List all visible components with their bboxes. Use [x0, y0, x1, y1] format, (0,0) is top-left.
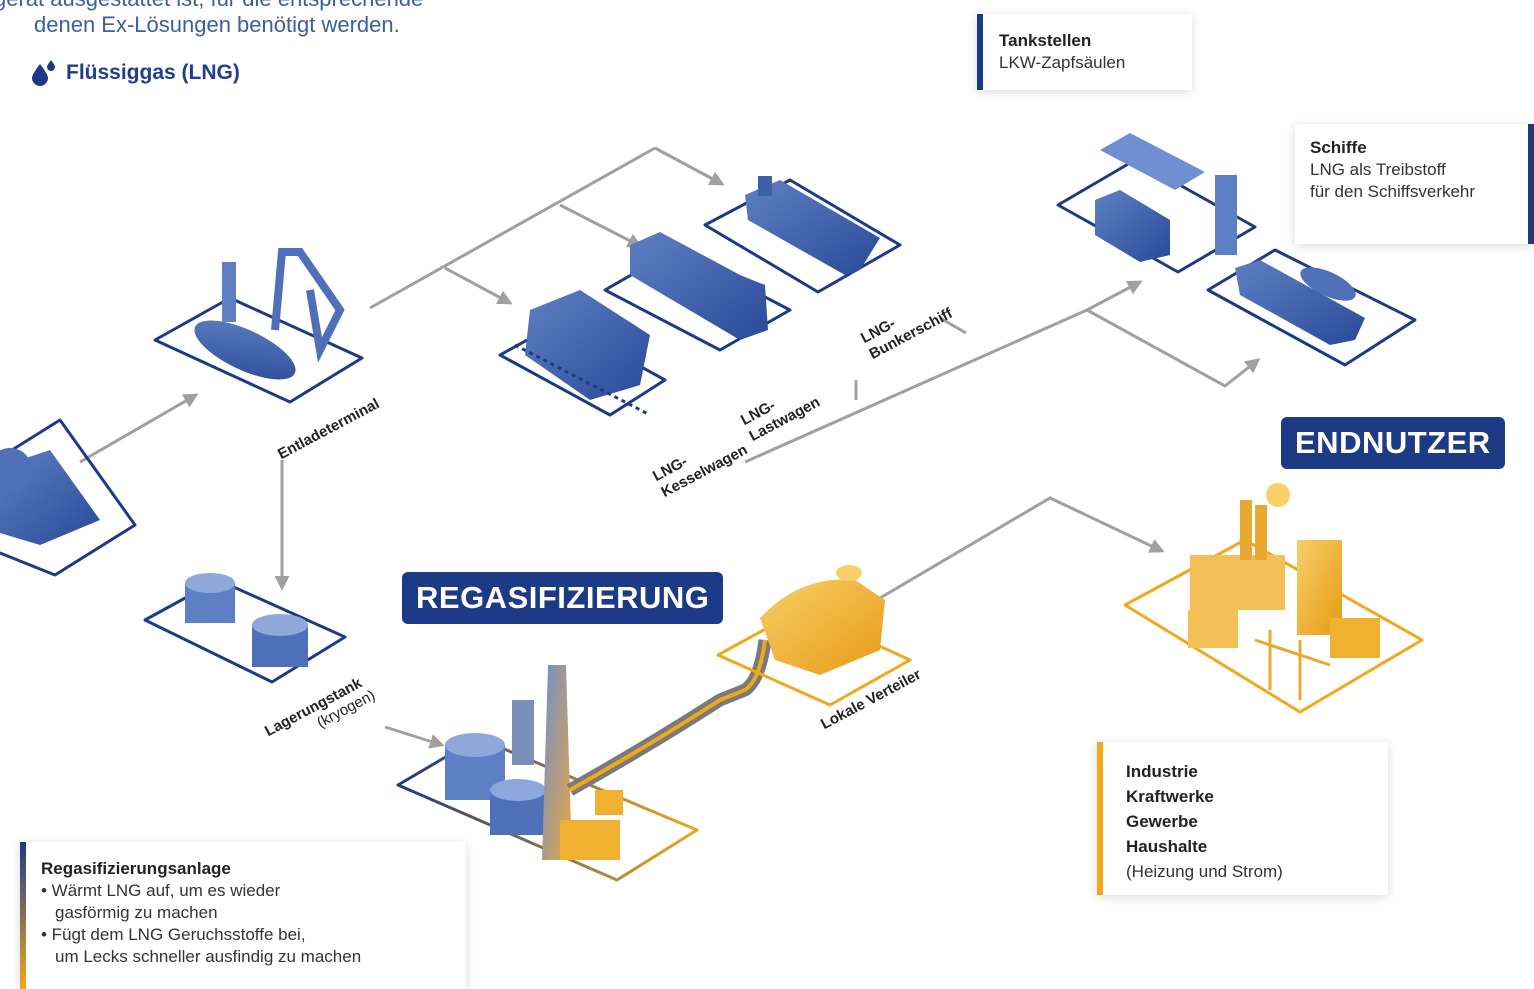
ships-title: Schiffe: [1310, 138, 1367, 157]
tank-icon: [143, 573, 347, 684]
industry-icon: [1123, 483, 1424, 714]
intro-line-2: denen Ex-Lösungen benötigt werden.: [34, 12, 400, 37]
truck-icon: [603, 232, 792, 352]
card-consumers: Industrie Kraftwerke Gewerbe Haushalte (…: [1097, 742, 1388, 895]
consumer-note: (Heizung und Strom): [1126, 862, 1283, 881]
terminal-icon: [153, 248, 364, 404]
ships-text-2: für den Schiffsverkehr: [1310, 182, 1476, 201]
consumer-line-1: Industrie: [1126, 762, 1198, 781]
lng-ship-icon: [1206, 248, 1417, 367]
consumer-line-3: Gewerbe: [1126, 812, 1198, 831]
card-regas-plant: Regasifizierungsanlage • Wärmt LNG auf, …: [20, 842, 466, 989]
card-fuel-stations: Tankstellen LKW-Zapfsäulen: [977, 14, 1192, 90]
consumer-line-2: Kraftwerke: [1126, 787, 1214, 806]
regas-bullet-2a: • Fügt dem LNG Geruchsstoffe bei,: [41, 925, 306, 944]
consumer-line-4: Haushalte: [1126, 837, 1208, 856]
intro-line-1: gerät ausgestattet ist, für die entsprec…: [0, 0, 423, 12]
regas-plant-icon: [396, 639, 772, 882]
fuel-station-icon: [1056, 133, 1257, 274]
card-ships: Schiffe LNG als Treibstoff für den Schif…: [1295, 124, 1534, 244]
regas-bullet-1a: • Wärmt LNG auf, um es wieder: [41, 881, 281, 900]
distributor-tank-icon: [716, 565, 912, 707]
section-title-text: Flüssiggas (LNG): [66, 61, 240, 84]
ship-icon: [0, 418, 137, 577]
bunker-ship-icon: [703, 176, 902, 294]
droplet-icon: [32, 60, 55, 86]
flow-arrows: [79, 146, 1261, 749]
regas-bullet-2b: um Lecks schneller ausfindig zu machen: [55, 947, 362, 966]
stage-end-users: ENDNUTZER: [1281, 417, 1505, 469]
regas-plant-title: Regasifizierungsanlage: [41, 859, 231, 878]
stage-regasification: REGASIFIZIERUNG: [402, 572, 724, 624]
regas-bullet-1b: gasförmig zu machen: [55, 903, 218, 922]
fuel-stations-title: Tankstellen: [999, 31, 1092, 50]
ships-text-1: LNG als Treibstoff: [1310, 160, 1446, 179]
train-icon: [498, 290, 667, 417]
section-title: Flüssiggas (LNG): [30, 60, 240, 86]
fuel-stations-text: LKW-Zapfsäulen: [999, 53, 1126, 72]
